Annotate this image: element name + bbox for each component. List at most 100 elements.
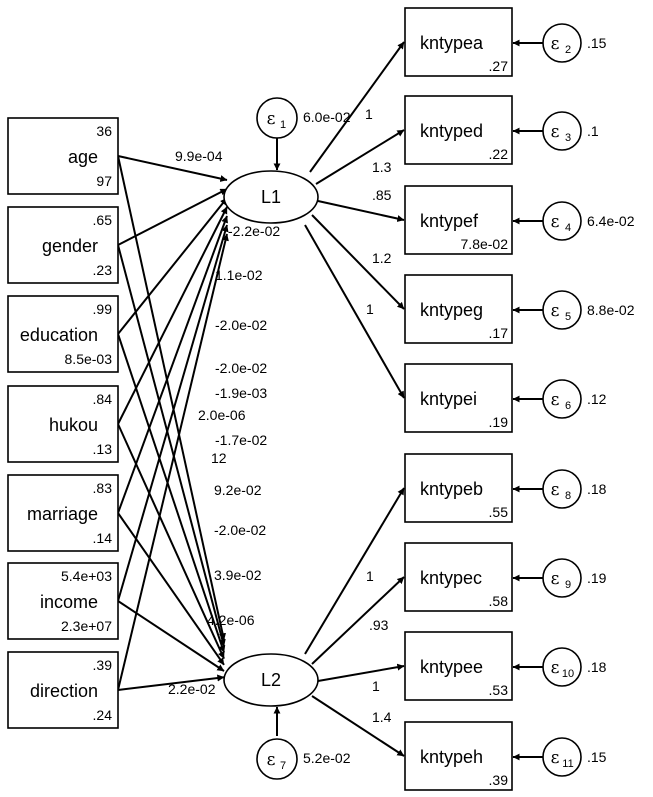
kntypeh-intercept: .39 [489,772,509,788]
kntyped-intercept: .22 [489,146,509,162]
path-gender-to-L2 [117,244,226,647]
kntypei-error-variance: .12 [587,391,607,407]
coef-education-to-L2: 9.2e-02 [214,482,262,498]
error-symbol-kntypea: ε [551,34,560,54]
gender-mean: .65 [93,212,113,228]
error-symbol-kntypeh: ε [551,748,560,768]
loading-label-kntypec: 1 [366,568,374,584]
age-variance: 97 [96,173,112,189]
loading-label-kntypee: .93 [369,617,389,633]
kntypeh-error-variance: .15 [587,749,607,765]
gender-variance: .23 [93,262,113,278]
loading-L1-to-kntypei [304,224,405,399]
observed-box-age [7,117,119,195]
coef-marriage-to-L1: -2.0e-02 [215,360,267,376]
coef-gender-to-L1: -2.2e-02 [228,223,280,239]
error-symbol-kntypee: ε [551,658,560,678]
marriage-label: marriage [27,504,98,524]
diagram-nodes: 36age97.65gender.23.99education8.5e-03.8… [7,7,635,791]
path-age-to-L1 [117,155,228,182]
kntypeg-label: kntypeg [420,300,483,320]
age-label: age [68,147,98,167]
observed-box-income [7,562,119,640]
path-education-to-L2 [117,333,226,653]
hukou-variance: .13 [93,441,113,457]
path-gender-to-L1 [117,188,228,246]
education-variance: 8.5e-03 [65,351,113,367]
latent-node-L2 [223,653,319,707]
direction-variance: .24 [93,707,113,723]
loading-L1-to-kntypef [317,200,405,222]
latent-error-index-L1: 1 [280,119,286,131]
kntypeg-intercept: .17 [489,325,509,341]
gender-label: gender [42,236,98,256]
loading-L1-to-kntypeg [311,214,405,310]
latent-error-node-L1 [256,97,298,139]
observed-box-direction [7,651,119,729]
observed-box-gender [7,206,119,284]
marriage-mean: .83 [93,480,113,496]
path-direction-to-L2 [117,674,225,691]
kntypeb-intercept: .55 [489,504,509,520]
latent-label-L2: L2 [261,670,281,690]
latent-error-index-L2: 7 [280,760,286,772]
direction-label: direction [30,681,98,701]
latent-error-variance-L1: 6.0e-02 [303,109,351,125]
coef-income-to-L1: -1.9e-03 [215,385,267,401]
kntypef-intercept: 7.8e-02 [461,236,509,252]
coef-hukou-to-L1: -2.0e-02 [215,317,267,333]
coef-direction-to-L2: 2.2e-02 [168,681,216,697]
error-symbol-kntypeb: ε [551,480,560,500]
error-index-kntypeb: 8 [565,490,571,502]
error-symbol-kntypeg: ε [551,301,560,321]
loading-label-kntypei: 1 [366,301,374,317]
hukou-label: hukou [49,415,98,435]
loading-L2-to-kntypeh [311,695,405,757]
kntypec-intercept: .58 [489,593,509,609]
error-node-kntypeh [542,737,582,777]
income-variance: 2.3e+07 [61,618,112,634]
path-education-to-L1 [117,197,228,335]
loading-label-kntyped: 1.3 [372,159,392,175]
error-node-kntyped [542,111,582,151]
loading-L1-to-kntyped [315,129,405,185]
error-index-kntypeh: 11 [562,758,573,770]
kntypeb-error-variance: .18 [587,481,607,497]
kntypea-label: kntypea [420,33,484,53]
kntypef-error-variance: 6.4e-02 [587,213,635,229]
kntypef-label: kntypef [420,211,479,231]
coef-income-to-L2: 4.2e-06 [207,612,255,628]
loading-L2-to-kntypec [311,576,405,665]
kntypei-intercept: .19 [489,414,509,430]
kntypec-label: kntypec [420,568,482,588]
error-node-kntypef [542,201,582,241]
path-arrows [117,39,543,761]
direction-mean: .39 [93,657,113,673]
kntyped-error-variance: .1 [587,123,599,139]
latent-node-L1 [223,170,319,224]
indicator-box-kntypeg [404,274,513,344]
path-income-to-L1 [117,224,229,602]
loading-label-kntypeh: 1 [372,678,380,694]
coef-gender-to-L2: 12 [211,450,227,466]
error-symbol-kntyped: ε [551,122,560,142]
income-mean: 5.4e+03 [61,568,112,584]
error-node-kntypeg [542,290,582,330]
indicator-box-kntypec [404,542,513,612]
age-mean: 36 [96,123,112,139]
kntypee-error-variance: .18 [587,659,607,675]
error-node-kntypec [542,558,582,598]
kntypea-intercept: .27 [489,58,509,74]
error-index-kntypee: 10 [562,668,574,680]
coefficient-labels: 9.9e-04-2.2e-021.1e-02-2.0e-02-2.0e-02-1… [168,106,392,725]
kntypea-error-variance: .15 [587,35,607,51]
latent-error-symbol-L2: ε [267,750,276,770]
error-symbol-kntypec: ε [551,569,560,589]
error-node-kntypeb [542,469,582,509]
income-label: income [40,592,98,612]
indicator-box-kntypef [404,185,513,255]
marriage-variance: .14 [93,530,113,546]
loading-L2-to-kntypeb [304,487,405,655]
path-hukou-to-L1 [117,206,228,425]
